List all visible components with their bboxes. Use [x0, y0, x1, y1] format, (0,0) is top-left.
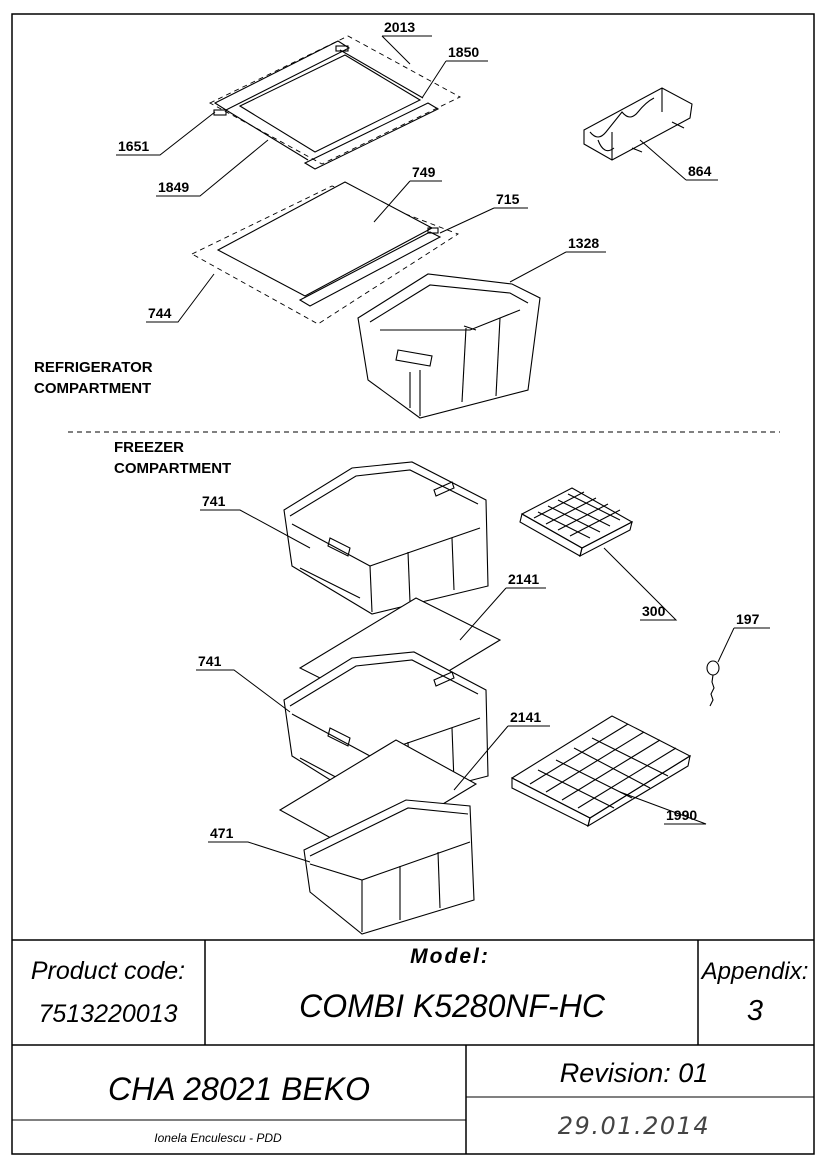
callout-197: 197	[736, 611, 760, 627]
freezer-drawer-471	[303, 799, 475, 935]
callout-864: 864	[688, 163, 712, 179]
shelf-trim-1850	[303, 102, 440, 170]
assembly-2013-boundary	[209, 35, 461, 165]
callout-749: 749	[412, 164, 436, 180]
callout-2141-upper: 2141	[508, 571, 539, 587]
callout-300: 300	[642, 603, 666, 619]
revision-label: Revision: 01	[560, 1058, 709, 1088]
shelf-rail-back	[213, 40, 351, 111]
callout-715: 715	[496, 191, 520, 207]
freezer-section-label-line2: COMPARTMENT	[114, 460, 231, 477]
freezer-section-label-line1: FREEZER	[114, 439, 184, 456]
leader-lines	[116, 35, 770, 863]
ice-tray-cells	[533, 491, 621, 539]
refrigerator-section-label-line1: REFRIGERATOR	[34, 359, 153, 376]
product-code-label: Product code:	[31, 957, 185, 985]
callout-2141-lower: 2141	[510, 709, 541, 725]
callout-471: 471	[210, 825, 234, 841]
shelf-assembly-2013	[209, 35, 461, 170]
callout-2013: 2013	[384, 19, 415, 35]
callout-1850: 1850	[448, 44, 479, 60]
author-name: Ionela Enculescu - PDD	[154, 1131, 282, 1145]
title-block: Product code: 7513220013 Model: COMBI K5…	[12, 939, 814, 1154]
bottle-holder-864	[583, 87, 693, 161]
callout-1849: 1849	[158, 179, 189, 195]
appendix-value: 3	[747, 995, 763, 1027]
model-value: COMBI K5280NF-HC	[299, 988, 606, 1024]
callout-labels: 2013 1850 1651 1849 864 749 715 1328 744…	[118, 19, 760, 841]
ice-scoop-197	[706, 660, 720, 707]
shelf-trim-715	[298, 231, 442, 307]
revision-date: 29.01.2014	[558, 1112, 710, 1140]
assembly-744-boundary	[191, 185, 459, 325]
glass-shelf-749	[216, 181, 434, 297]
freezer-tray-1990	[510, 715, 692, 828]
refrigerator-section-label-line2: COMPARTMENT	[34, 380, 151, 397]
vegetable-crisper-1328	[357, 273, 541, 419]
model-label: Model:	[410, 945, 490, 968]
callout-741-upper: 741	[202, 493, 226, 509]
drawing-frame	[11, 13, 815, 1155]
shelf-assembly-744	[191, 181, 459, 325]
ice-tray-300	[519, 487, 634, 558]
callout-741-lower: 741	[198, 653, 222, 669]
appendix-label: Appendix:	[700, 958, 809, 985]
glass-shelf-1849	[238, 54, 422, 153]
callout-1990: 1990	[666, 807, 697, 823]
document-number: CHA 28021 BEKO	[108, 1071, 370, 1107]
callout-1328: 1328	[568, 235, 599, 251]
callout-1651: 1651	[118, 138, 149, 154]
shelf-clip-1651	[213, 109, 227, 116]
product-code-value: 7513220013	[38, 1000, 177, 1028]
callout-744: 744	[148, 305, 172, 321]
freezer-drawer-741-upper	[283, 461, 489, 615]
